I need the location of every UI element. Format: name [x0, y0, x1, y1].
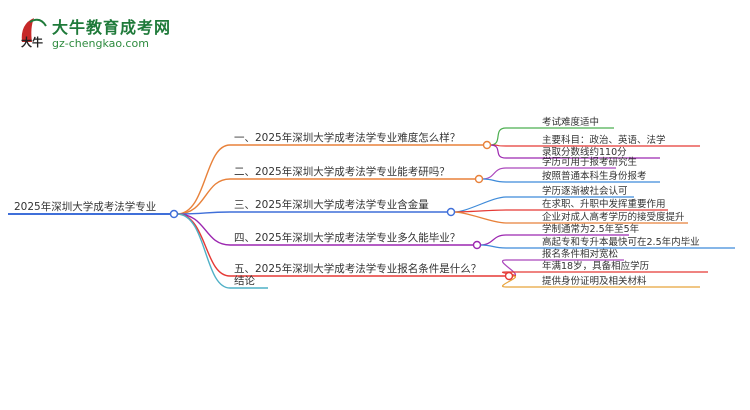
leaf-edge	[479, 234, 507, 246]
leaf-label: 录取分数线约110分	[542, 146, 627, 158]
leaf-label: 主要科目：政治、英语、法学	[542, 134, 666, 146]
branch-label-6: 结论	[234, 274, 255, 287]
branch-label-1: 一、2025年深圳大学成考法学专业难度怎么样？	[234, 131, 460, 144]
branch-connector	[472, 240, 482, 250]
branch-edge	[176, 213, 231, 246]
leaf-edge	[453, 211, 507, 224]
branch-connector	[482, 140, 492, 150]
branch-edge	[176, 144, 231, 215]
leaf-label: 考试难度适中	[542, 116, 599, 128]
leaf-edge	[481, 178, 507, 183]
branch-edge	[176, 213, 231, 289]
brand-name: 大牛教育成考网	[52, 18, 172, 37]
leaf-edge	[481, 167, 507, 180]
leaf-edge	[479, 244, 507, 249]
brand-url: gz-chengkao.com	[52, 37, 149, 50]
branch-connector	[446, 207, 456, 217]
leaf-label: 提供身份证明及相关材料	[542, 275, 647, 287]
svg-text:大牛: 大牛	[21, 35, 43, 49]
mindmap-edges	[8, 127, 735, 289]
leaf-label: 高起专和专升本最快可在2.5年内毕业	[542, 236, 700, 248]
branch-edge	[176, 178, 231, 215]
leaf-edge	[489, 127, 507, 146]
leaf-label: 报名条件相对宽松	[542, 248, 619, 260]
leaf-label: 学历可用于报考研究生	[542, 156, 638, 168]
root-connector	[169, 209, 179, 219]
branch-connector	[504, 271, 514, 281]
branch-label-3: 三、2025年深圳大学成考法学专业含金量	[234, 198, 429, 211]
leaf-label: 学历逐渐被社会认可	[542, 185, 628, 197]
leaf-label: 按照普通本科生身份报考	[542, 170, 647, 182]
mindmap-nodes: 2025年深圳大学成考法学专业 一、2025年深圳大学成考法学专业难度怎么样？ 考试…	[14, 116, 700, 287]
leaf-edge	[502, 275, 516, 288]
leaf-edge	[489, 144, 507, 159]
branch-label-4: 四、2025年深圳大学成考法学专业多久能毕业？	[234, 231, 460, 244]
branch-label-5: 五、2025年深圳大学成考法学专业报名条件是什么？	[234, 262, 481, 275]
leaf-label: 企业对成人高考学历的接受度提升	[542, 211, 685, 223]
root-node-label: 2025年深圳大学成考法学专业	[14, 200, 156, 213]
branch-label-2: 二、2025年深圳大学成考法学专业能考研吗？	[234, 165, 450, 178]
leaf-label: 年满18岁，具备相应学历	[542, 260, 649, 272]
brand-logo[interactable]: 大牛 大牛教育成考网 gz-chengkao.com	[18, 12, 172, 56]
logo-mark-icon: 大牛	[21, 18, 47, 49]
leaf-label: 在求职、升职中发挥重要作用	[542, 198, 666, 210]
branch-connector	[474, 174, 484, 184]
leaf-label: 学制通常为2.5年至5年	[542, 223, 640, 235]
